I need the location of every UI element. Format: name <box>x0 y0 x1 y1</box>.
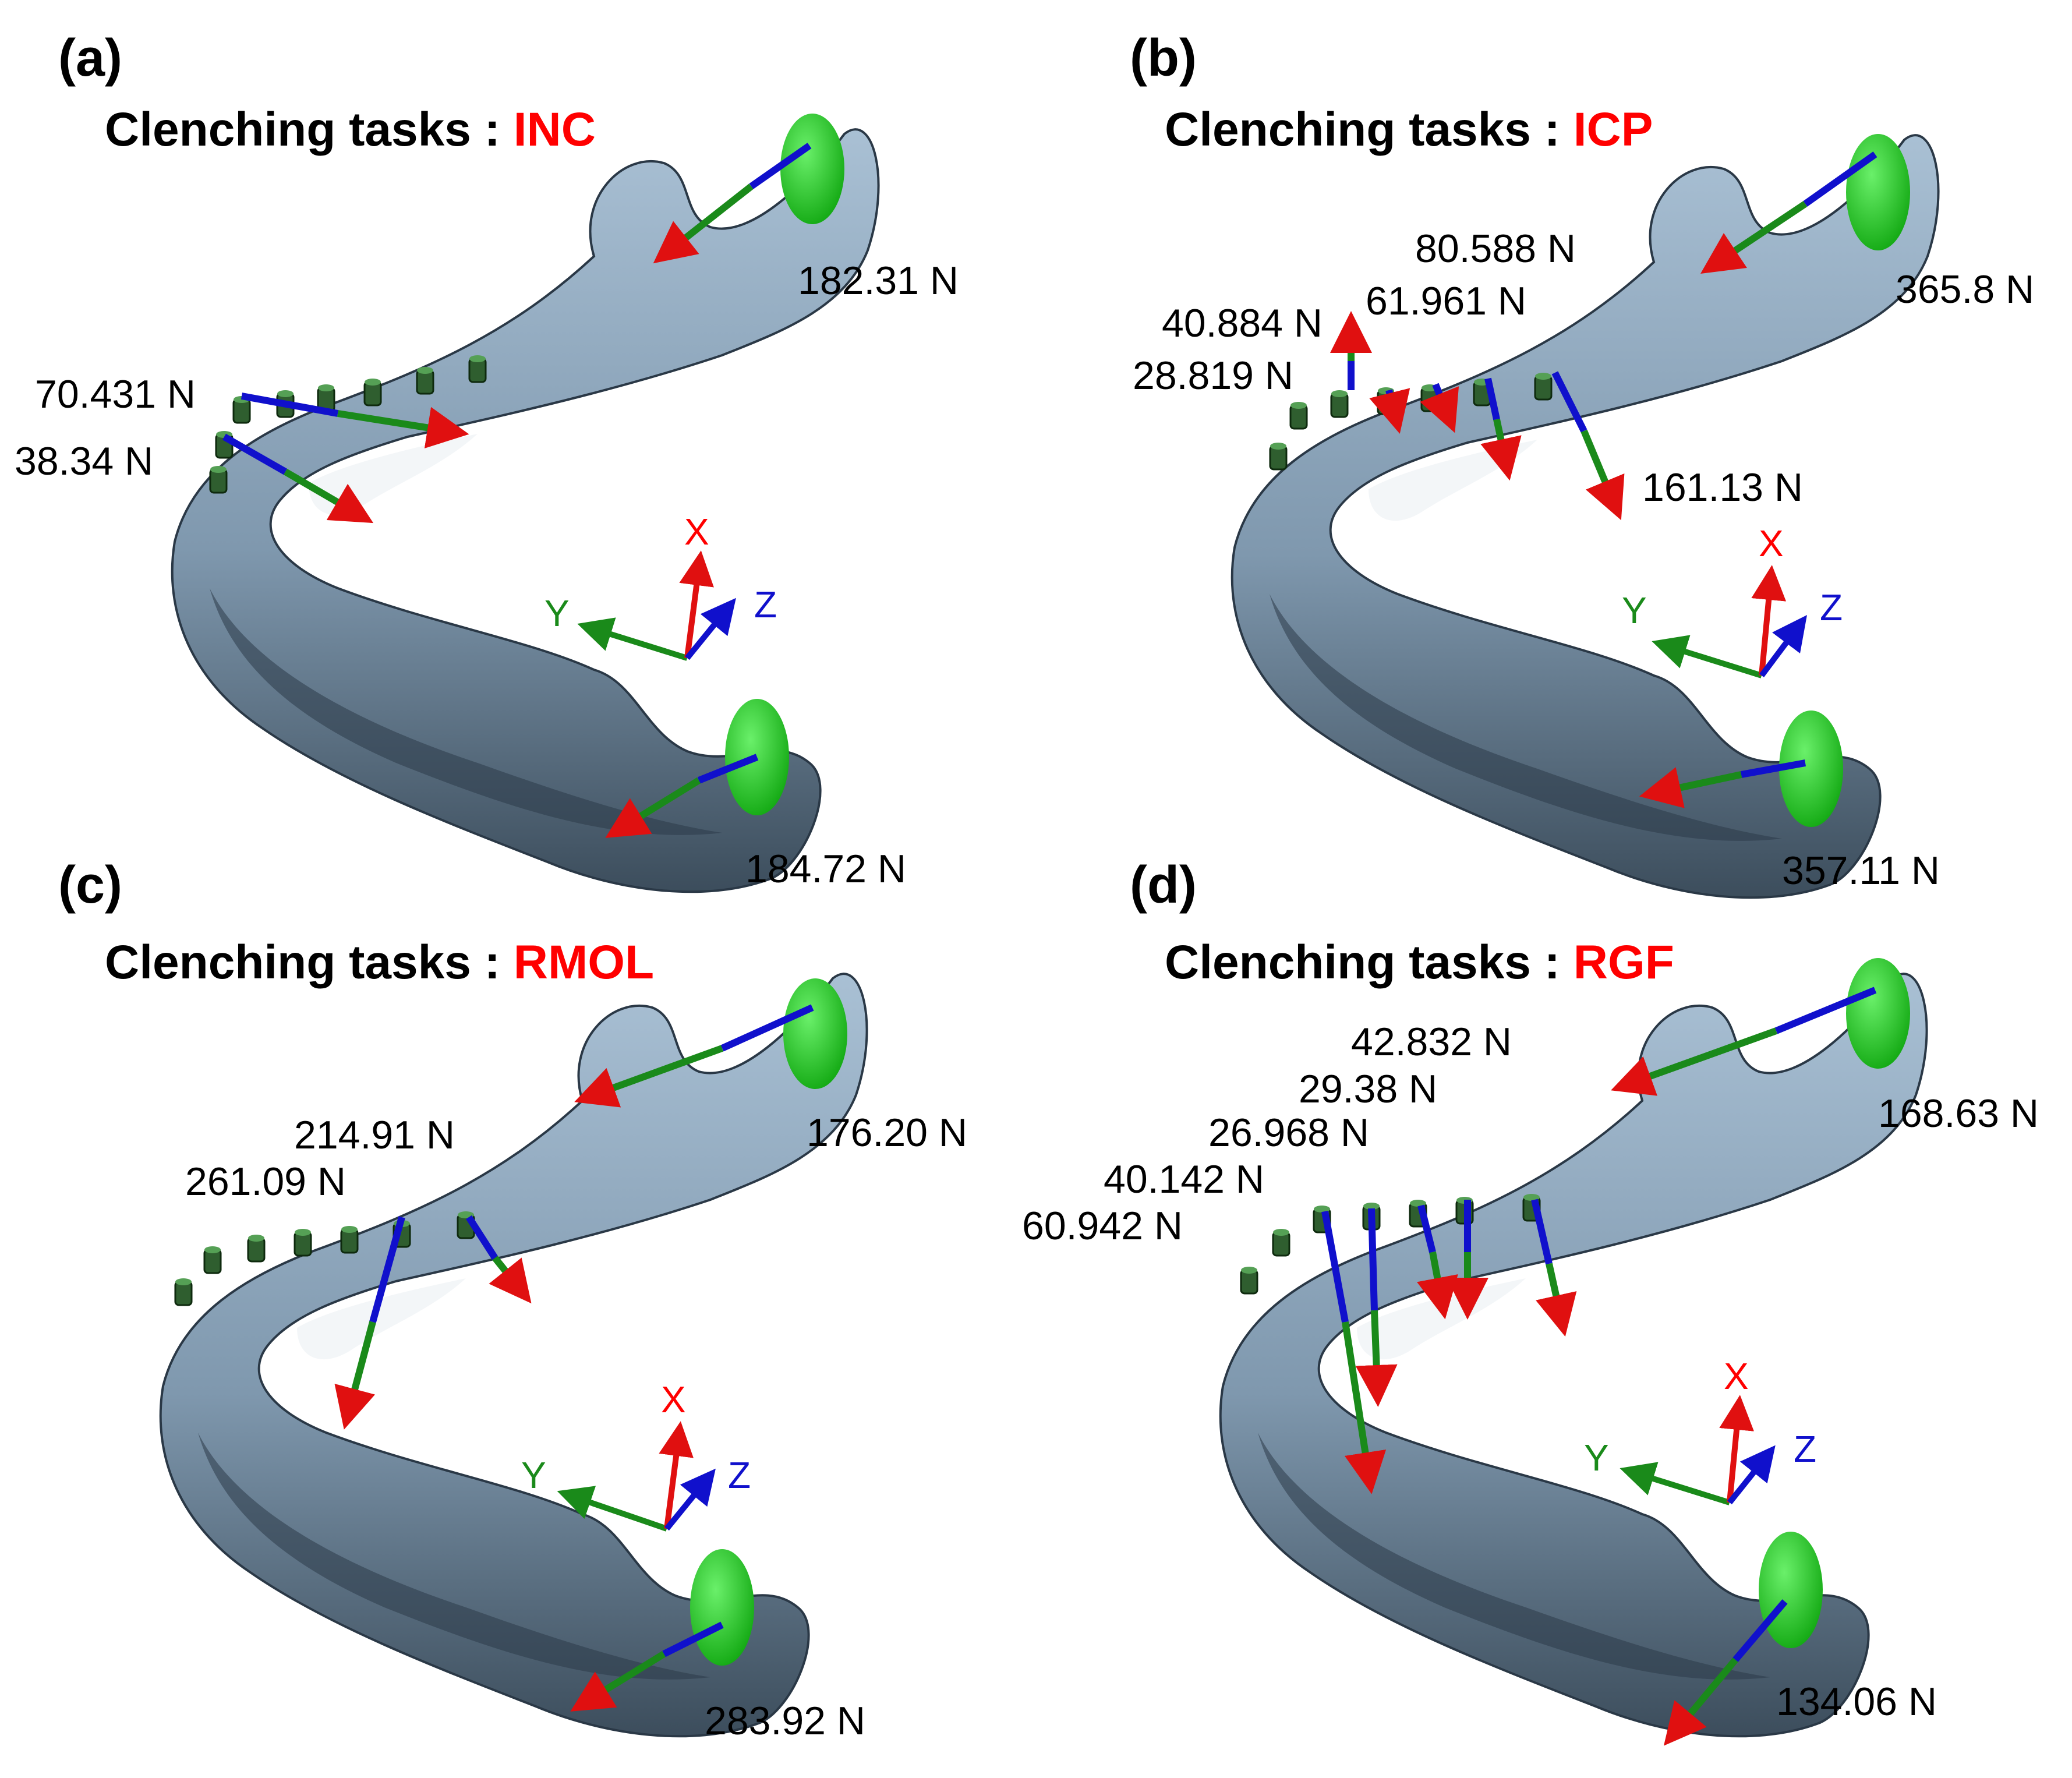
panel-c: (c) Clenching tasks : RMOL <box>58 856 967 1743</box>
condyle-right <box>1846 134 1910 250</box>
force-label: 38.34 N <box>15 439 153 483</box>
force-vector-condyle-l <box>570 1621 724 1712</box>
force-label: 40.142 N <box>1104 1157 1264 1201</box>
force-vector-condyle-l <box>1663 1599 1788 1746</box>
force-vector-incisor <box>1321 1210 1387 1494</box>
condyle-left <box>1779 711 1843 827</box>
force-label: 214.91 N <box>294 1113 455 1157</box>
force-vector-molar <box>1531 1199 1577 1337</box>
force-label: 60.942 N <box>1022 1204 1183 1248</box>
force-label: 168.63 N <box>1878 1091 2039 1136</box>
force-label: 42.832 N <box>1351 1020 1512 1064</box>
axis-label-y: Y <box>1622 589 1647 631</box>
force-label: 283.92 N <box>705 1699 865 1743</box>
panel-b: (b) Clenching tasks : ICP <box>1130 29 2034 899</box>
mandible-model <box>159 973 868 1738</box>
force-vector-incisor <box>1369 388 1410 434</box>
axis-triad: X Y Z <box>521 1378 751 1532</box>
panel-letter-c: (c) <box>58 856 122 914</box>
force-label: 184.72 N <box>745 847 906 891</box>
axis-label-z: Z <box>1794 1428 1816 1470</box>
panel-letter-b: (b) <box>1130 29 1197 87</box>
task-name: RGF <box>1574 936 1674 989</box>
panel-letter-d: (d) <box>1130 856 1197 914</box>
force-label: 28.819 N <box>1133 354 1293 398</box>
axis-triad: X Y Z <box>544 511 777 661</box>
force-label: 70.431 N <box>35 372 196 416</box>
panel-b-title: Clenching tasks : ICP <box>1165 103 1653 156</box>
task-name: RMOL <box>514 936 654 989</box>
force-vector-molar <box>465 1215 532 1304</box>
force-label: 176.20 N <box>807 1111 967 1155</box>
force-vector-incisor-1 <box>241 393 469 448</box>
axis-label-x: X <box>1724 1355 1749 1397</box>
condyle-left <box>1759 1532 1823 1648</box>
axis-label-x: X <box>1759 522 1784 564</box>
condyle-right <box>783 978 847 1089</box>
axis-label-z: Z <box>728 1454 751 1496</box>
condyle-right <box>780 114 844 224</box>
force-vector-condyle-l <box>1639 759 1806 808</box>
title-prefix: Clenching tasks : <box>1165 936 1574 989</box>
panel-c-title: Clenching tasks : RMOL <box>105 936 654 989</box>
condyle-right <box>1846 958 1910 1069</box>
force-vector-molar <box>1551 371 1625 521</box>
force-vector-premolar <box>1480 377 1522 481</box>
task-name: INC <box>514 103 596 156</box>
title-prefix: Clenching tasks : <box>105 936 514 989</box>
force-vector-condyle-r <box>653 143 812 264</box>
force-vector-condyle-l <box>605 754 759 838</box>
axis-label-y: Y <box>521 1454 546 1496</box>
force-vector-condyle-r <box>1611 987 1877 1096</box>
axis-label-x: X <box>661 1378 686 1420</box>
axis-label-z: Z <box>1820 586 1843 628</box>
panel-letter-a: (a) <box>58 29 122 87</box>
force-label: 182.31 N <box>798 259 959 303</box>
axis-triad: X Y Z <box>1622 522 1843 678</box>
panel-d-title: Clenching tasks : RGF <box>1165 936 1674 989</box>
force-label: 26.968 N <box>1208 1111 1369 1155</box>
title-prefix: Clenching tasks : <box>1165 103 1574 156</box>
condyle-left <box>690 1549 754 1666</box>
axis-label-z: Z <box>754 584 777 625</box>
axis-label-y: Y <box>1584 1437 1609 1479</box>
force-label: 29.38 N <box>1299 1067 1437 1111</box>
force-vector-premolar-1 <box>1416 1204 1458 1320</box>
panel-a: (a) Clenching tasks : INC <box>15 29 959 893</box>
task-name: ICP <box>1574 103 1653 156</box>
force-label: 40.884 N <box>1162 301 1323 345</box>
axis-label-y: Y <box>544 592 570 634</box>
force-vector-condyle-r <box>574 1004 814 1108</box>
panel-a-title: Clenching tasks : INC <box>105 103 596 156</box>
force-label: 365.8 N <box>1896 267 2034 312</box>
force-vector-condyle-r <box>1700 151 1877 274</box>
title-prefix: Clenching tasks : <box>105 103 514 156</box>
force-label: 261.09 N <box>185 1160 346 1204</box>
force-vector-premolar <box>334 1216 405 1430</box>
panel-d: (d) Clenching tasks : RGF <box>1022 856 2039 1746</box>
force-label: 357.11 N <box>1782 849 1940 893</box>
force-vector-incisor-2 <box>222 433 374 524</box>
force-label: 80.588 N <box>1415 227 1576 271</box>
force-label: 161.13 N <box>1642 465 1803 510</box>
force-vector-canine <box>1420 383 1459 433</box>
force-vector-canine <box>1355 1208 1398 1407</box>
force-label: 134.06 N <box>1776 1680 1937 1724</box>
force-label: 61.961 N <box>1366 279 1526 323</box>
axis-triad: X Y Z <box>1584 1355 1816 1505</box>
axis-label-x: X <box>684 511 709 553</box>
